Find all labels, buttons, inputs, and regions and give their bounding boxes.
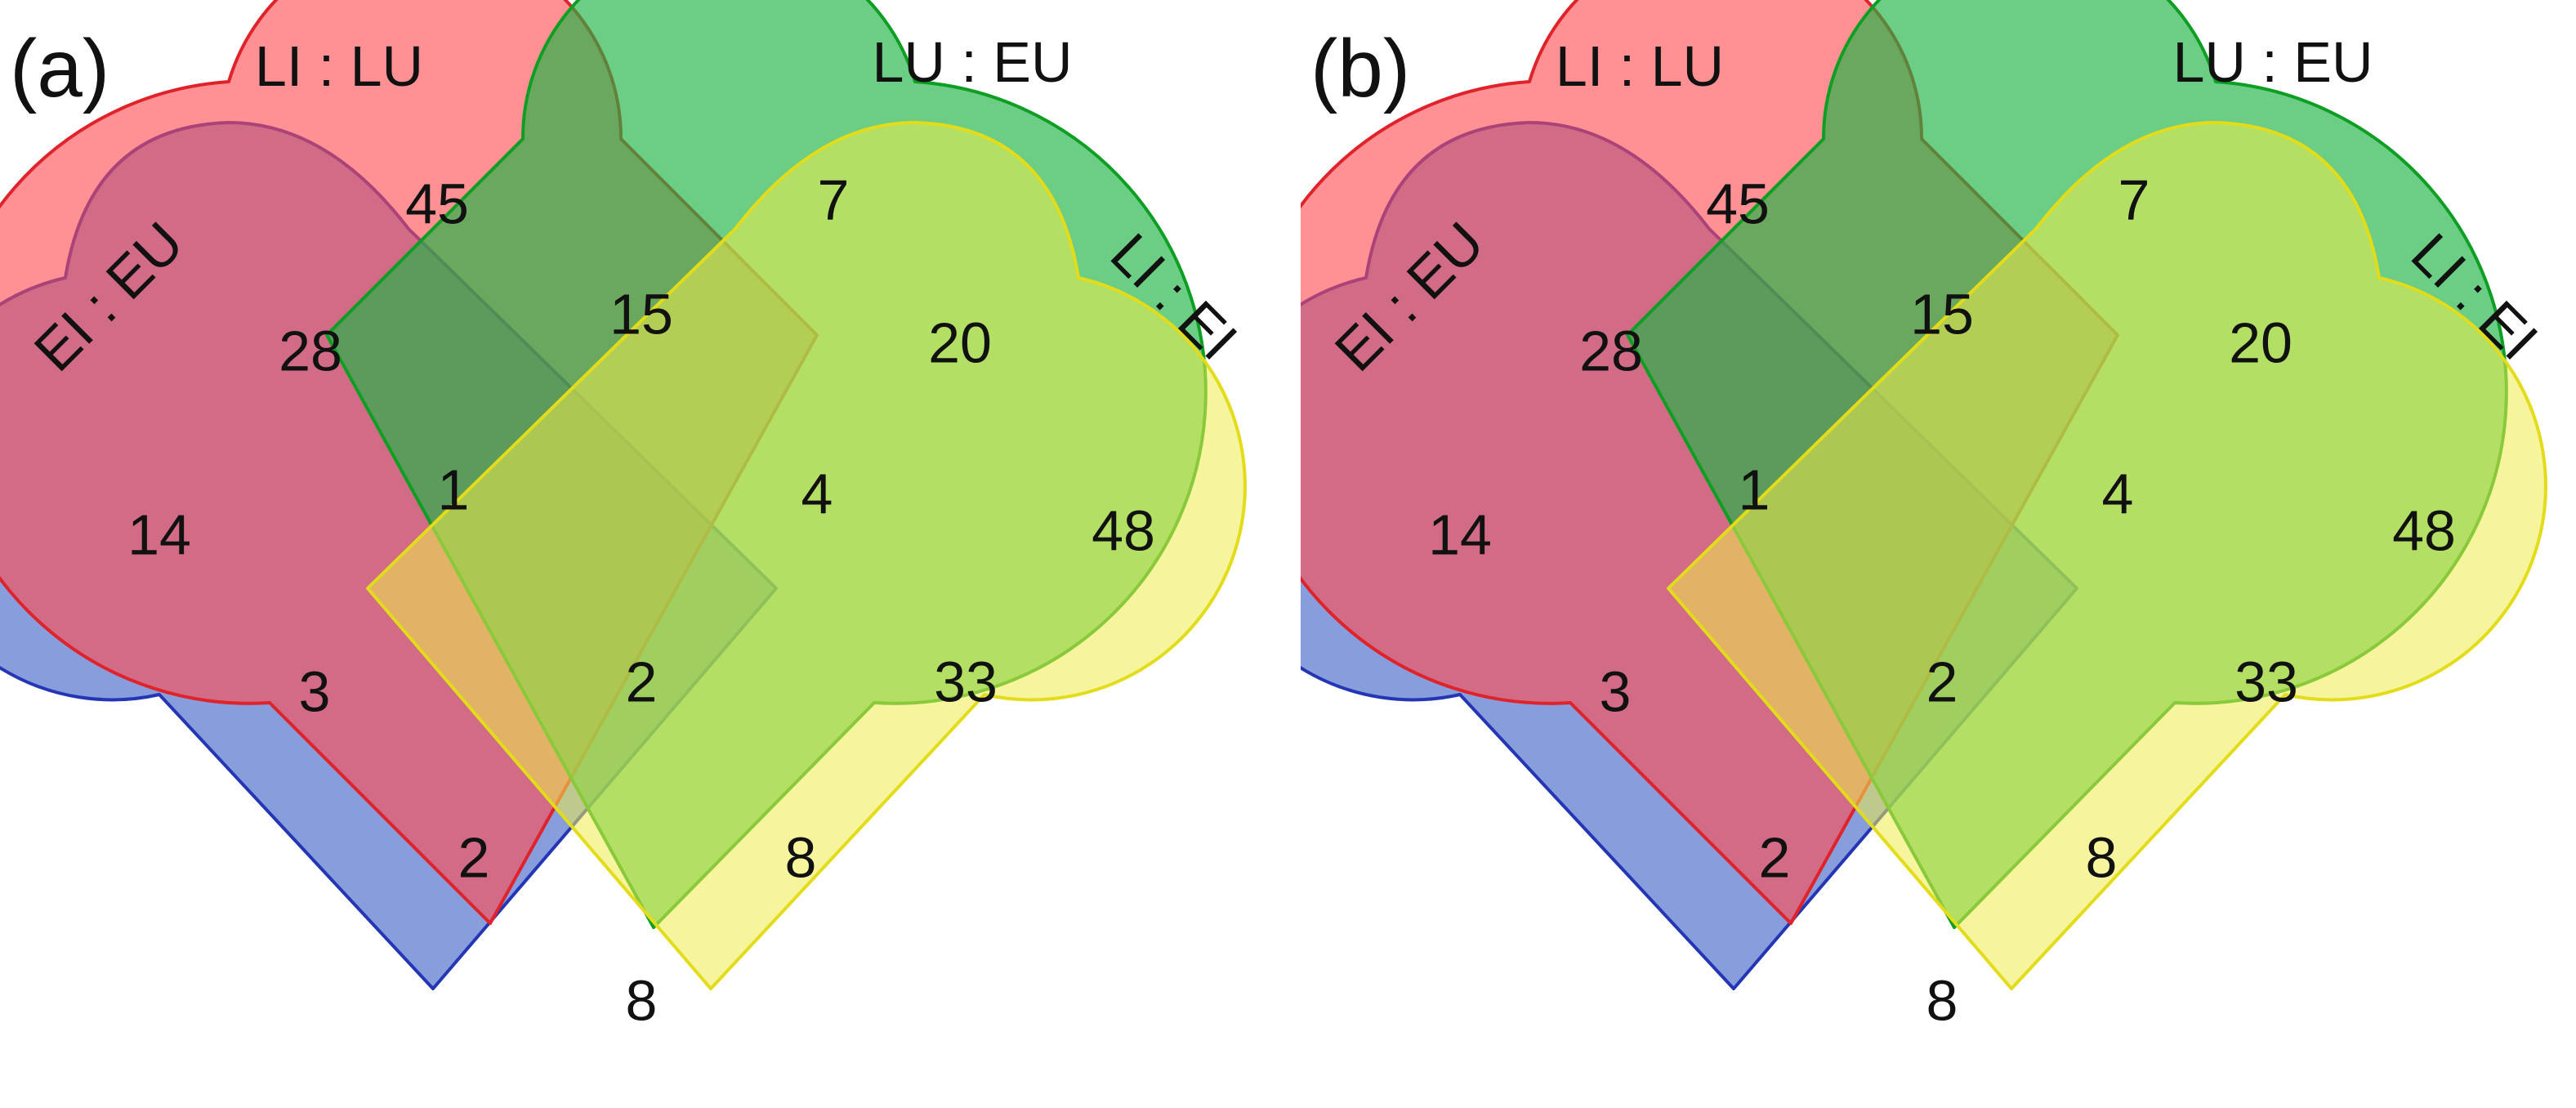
region-count-ll-only: 45	[405, 172, 469, 235]
region-count-ll-only: 45	[1706, 172, 1770, 235]
region-count-all: 2	[1926, 650, 1958, 713]
region-count-eu-ll-lie: 8	[2086, 825, 2118, 889]
set-label-2: LI : LU	[1556, 34, 1724, 98]
region-count-ll-lue: 15	[1910, 282, 1974, 346]
region-count-eu-ll-lie: 8	[785, 825, 817, 889]
region-count-ll-lue-lie: 4	[2102, 462, 2134, 525]
region-count-eu-ll: 28	[1579, 319, 1643, 382]
region-count-eu-only: 14	[127, 503, 191, 566]
region-count-lie-only: 48	[2392, 498, 2456, 562]
set-label-3: LU : EU	[872, 30, 1072, 94]
region-count-eu-ll-lue: 1	[1739, 458, 1770, 521]
set-label-3: LU : EU	[2172, 30, 2373, 94]
region-count-lue-lie: 20	[928, 311, 992, 374]
region-count-lue-lie: 20	[2229, 311, 2293, 374]
region-count-all: 2	[626, 650, 658, 713]
region-count-eu-lue: 3	[1600, 659, 1632, 723]
region-count-eu-only: 14	[1428, 503, 1492, 566]
region-count-lue-only: 7	[818, 168, 850, 231]
region-count-eu-lue-lie: 2	[458, 825, 490, 889]
panel-label: (b)	[1310, 23, 1410, 114]
region-count-eu-lue: 3	[299, 659, 331, 723]
region-count-eu-lie: 8	[1926, 968, 1958, 1032]
set-shape-4	[1667, 121, 2547, 990]
region-count-lie-only: 48	[1092, 498, 1155, 562]
region-count-eu-ll-lue: 1	[438, 458, 470, 521]
region-count-lue-only: 7	[2118, 168, 2150, 231]
region-count-ll-lie: 33	[2234, 650, 2298, 713]
region-count-eu-lue-lie: 2	[1759, 825, 1791, 889]
set-label-2: LI : LU	[255, 34, 423, 98]
region-count-ll-lie: 33	[934, 650, 998, 713]
region-count-ll-lue-lie: 4	[801, 462, 833, 525]
region-count-eu-ll: 28	[279, 319, 342, 382]
region-count-ll-lue: 15	[609, 282, 673, 346]
set-shape-4	[366, 121, 1247, 990]
region-count-eu-lie: 8	[626, 968, 658, 1032]
panel-label: (a)	[10, 23, 109, 114]
